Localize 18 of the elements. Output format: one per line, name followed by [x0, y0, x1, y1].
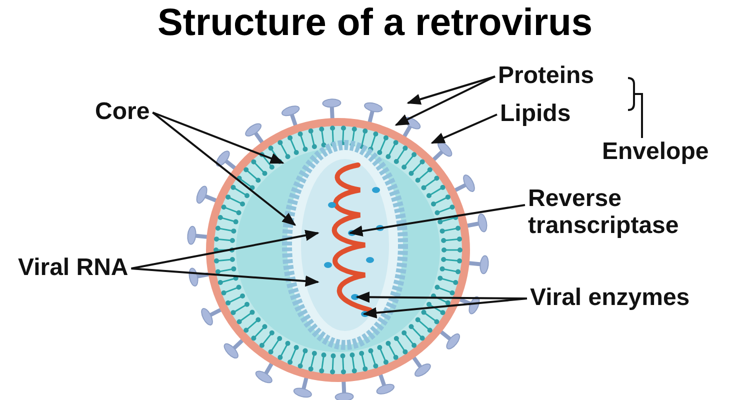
group-label: Envelope [602, 138, 709, 165]
part-label: Proteins [498, 62, 594, 89]
part-label: Lipids [500, 100, 571, 127]
leader-line [362, 298, 528, 318]
title: Structure of a retrovirus [156, 2, 594, 45]
leader-line [394, 76, 496, 126]
leader-line [131, 230, 320, 270]
part-label: Reverse transcriptase [528, 185, 698, 239]
leader-line [131, 268, 320, 287]
part-label: Viral enzymes [530, 284, 690, 311]
leader-line [348, 204, 526, 237]
part-label: Core [95, 98, 150, 125]
leader-line [152, 112, 284, 164]
leader-line [406, 76, 496, 105]
leader-line [356, 292, 527, 303]
leader-line [430, 114, 498, 144]
part-label: Viral RNA [18, 254, 128, 281]
leader-line [152, 112, 296, 226]
